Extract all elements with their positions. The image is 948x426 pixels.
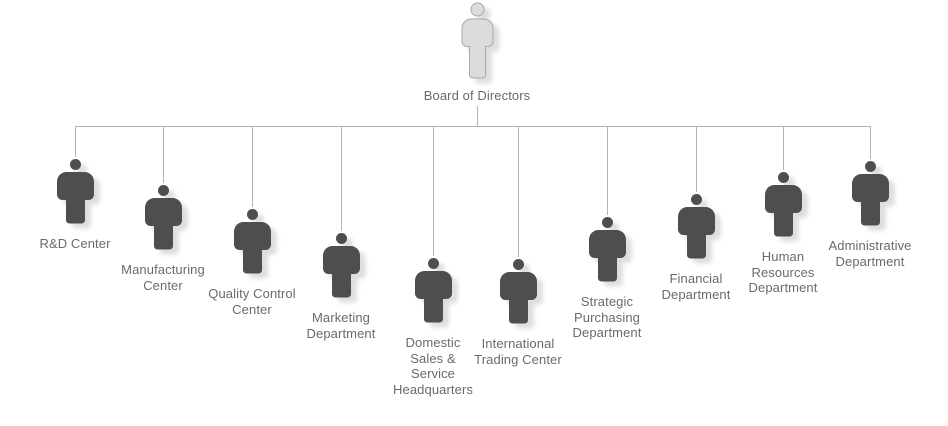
org-node-label: Manufacturing Center xyxy=(121,262,205,293)
org-node-label: International Trading Center xyxy=(474,336,562,367)
org-node-label: Domestic Sales & Service Headquarters xyxy=(393,335,473,397)
org-node-quality-control-center[interactable]: Quality Control Center xyxy=(197,209,307,317)
connector-drop-administrative-department xyxy=(870,127,871,159)
org-node-label: R&D Center xyxy=(39,236,111,251)
org-node-rd-center[interactable]: R&D Center xyxy=(20,159,130,252)
connector-drop-international-trading-center xyxy=(518,127,519,257)
connector-horizontal xyxy=(75,126,871,127)
person-icon xyxy=(414,258,452,323)
person-icon xyxy=(764,172,802,237)
org-node-label: Quality Control Center xyxy=(208,286,296,317)
org-node-human-resources-department[interactable]: Human Resources Department xyxy=(728,172,838,296)
org-node-domestic-sales-service-headquarters[interactable]: Domestic Sales & Service Headquarters xyxy=(378,258,488,397)
person-icon xyxy=(144,185,182,250)
org-node-label: Administrative Department xyxy=(828,238,912,269)
person-icon xyxy=(322,233,360,298)
connector-drop-strategic-purchasing-department xyxy=(607,127,608,215)
org-node-strategic-purchasing-department[interactable]: Strategic Purchasing Department xyxy=(552,217,662,341)
connector-drop-rd-center xyxy=(75,127,76,157)
org-node-manufacturing-center[interactable]: Manufacturing Center xyxy=(108,185,218,293)
org-node-international-trading-center[interactable]: International Trading Center xyxy=(463,259,573,367)
org-node-label: Human Resources Department xyxy=(748,249,818,295)
person-icon xyxy=(56,159,94,224)
org-node-financial-department[interactable]: Financial Department xyxy=(641,194,751,302)
connector-drop-quality-control-center xyxy=(252,127,253,207)
connector-root-stub xyxy=(477,106,478,127)
org-node-board-of-directors[interactable]: Board of Directors xyxy=(417,2,537,104)
person-icon xyxy=(461,2,493,79)
person-icon xyxy=(588,217,626,282)
org-node-label: Financial Department xyxy=(661,271,731,302)
org-node-label: Marketing Department xyxy=(306,310,376,341)
connector-drop-financial-department xyxy=(696,127,697,192)
connector-drop-manufacturing-center xyxy=(163,127,164,183)
org-node-administrative-department[interactable]: Administrative Department xyxy=(815,161,925,269)
person-icon xyxy=(499,259,537,324)
person-icon xyxy=(677,194,715,259)
org-node-label: Strategic Purchasing Department xyxy=(572,294,642,340)
org-node-marketing-department[interactable]: Marketing Department xyxy=(286,233,396,341)
connector-drop-domestic-sales-service-headquarters xyxy=(433,127,434,256)
connector-drop-marketing-department xyxy=(341,127,342,231)
person-icon xyxy=(851,161,889,226)
person-icon xyxy=(233,209,271,274)
connector-drop-human-resources-department xyxy=(783,127,784,170)
org-node-label: Board of Directors xyxy=(423,88,531,103)
